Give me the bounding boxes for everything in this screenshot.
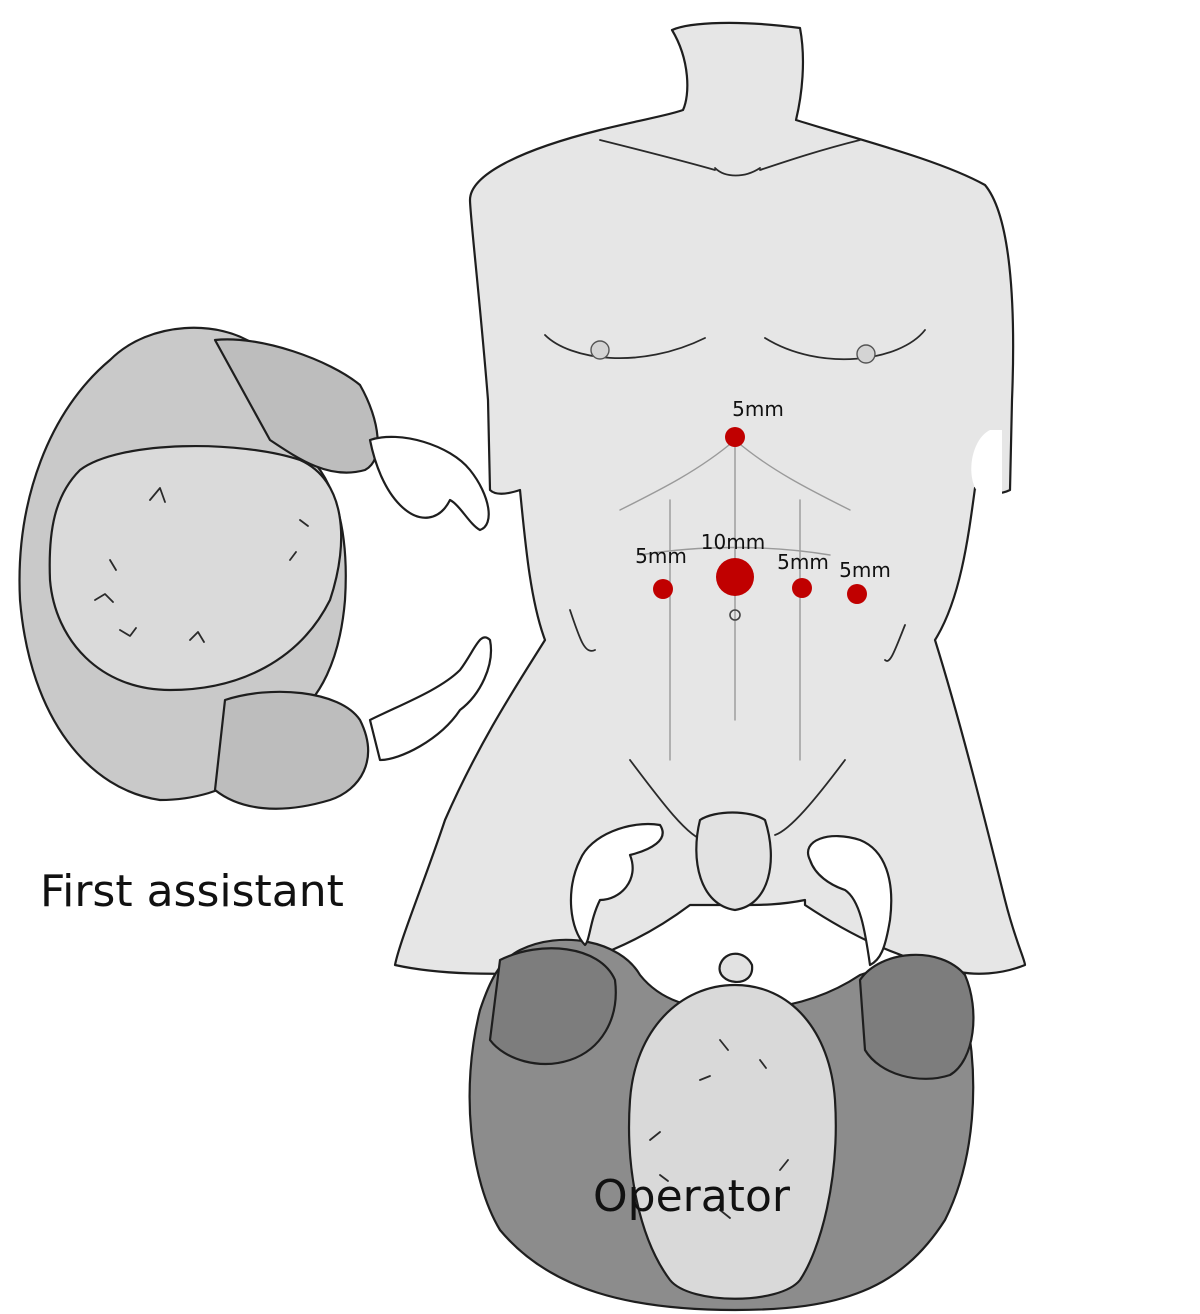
port-label-umbilical: 10mm: [701, 530, 765, 554]
port-marker-umbilical: [716, 558, 754, 596]
port-marker-right-lateral: [847, 584, 867, 604]
port-label-right-lateral: 5mm: [839, 558, 891, 582]
operator-arm-right: [860, 955, 973, 1079]
operator-label: Operator: [593, 1171, 791, 1222]
port-label-right-mid: 5mm: [777, 550, 829, 574]
first-assistant-figure: [20, 328, 491, 809]
port-marker-epigastric: [725, 427, 745, 447]
assistant-hand-lower[interactable]: [370, 637, 491, 760]
operator-head: [629, 985, 836, 1299]
port-marker-right-mid: [792, 578, 812, 598]
assistant-lower-arm: [215, 692, 368, 809]
nipple-right: [857, 345, 875, 363]
port-marker-left-lateral: [653, 579, 673, 599]
port-label-epigastric: 5mm: [732, 397, 784, 421]
nipple-left: [591, 341, 609, 359]
patient-body: [395, 23, 1025, 974]
port-label-left-lateral: 5mm: [635, 544, 687, 568]
first-assistant-label: First assistant: [40, 866, 344, 917]
operator-nose: [720, 954, 753, 982]
assistant-hand-upper[interactable]: [370, 437, 489, 530]
